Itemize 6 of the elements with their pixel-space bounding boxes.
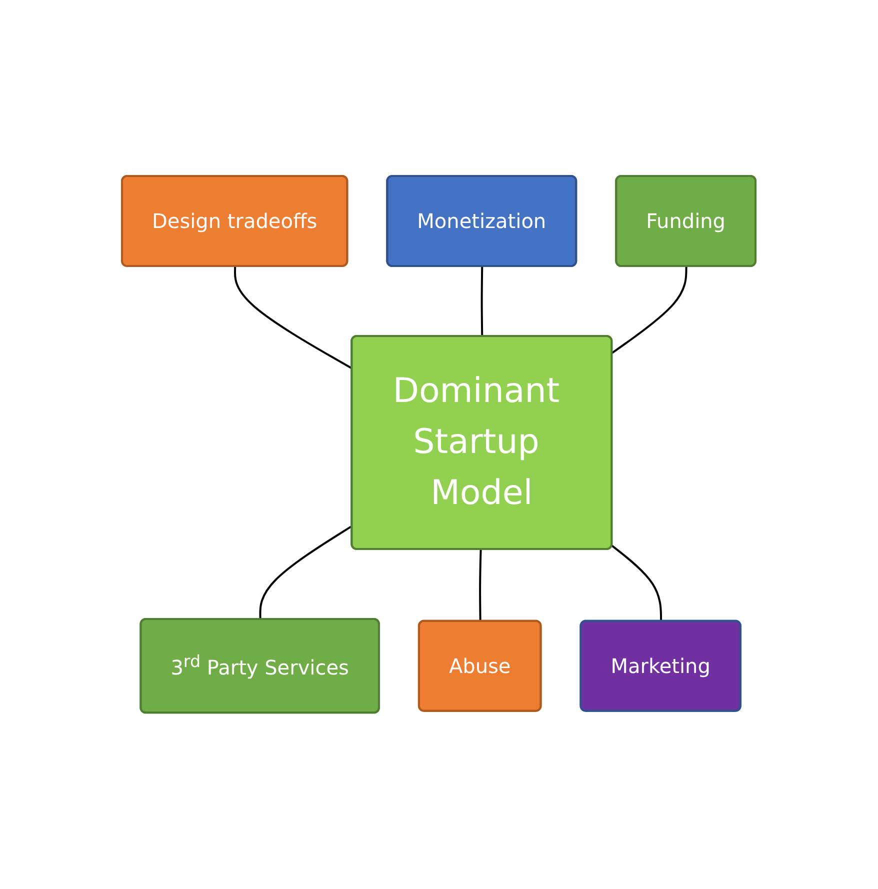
connector (259, 525, 353, 620)
connector (612, 266, 688, 354)
connector (612, 545, 662, 622)
connector (481, 266, 484, 337)
connector (234, 266, 353, 370)
connector (479, 550, 482, 622)
